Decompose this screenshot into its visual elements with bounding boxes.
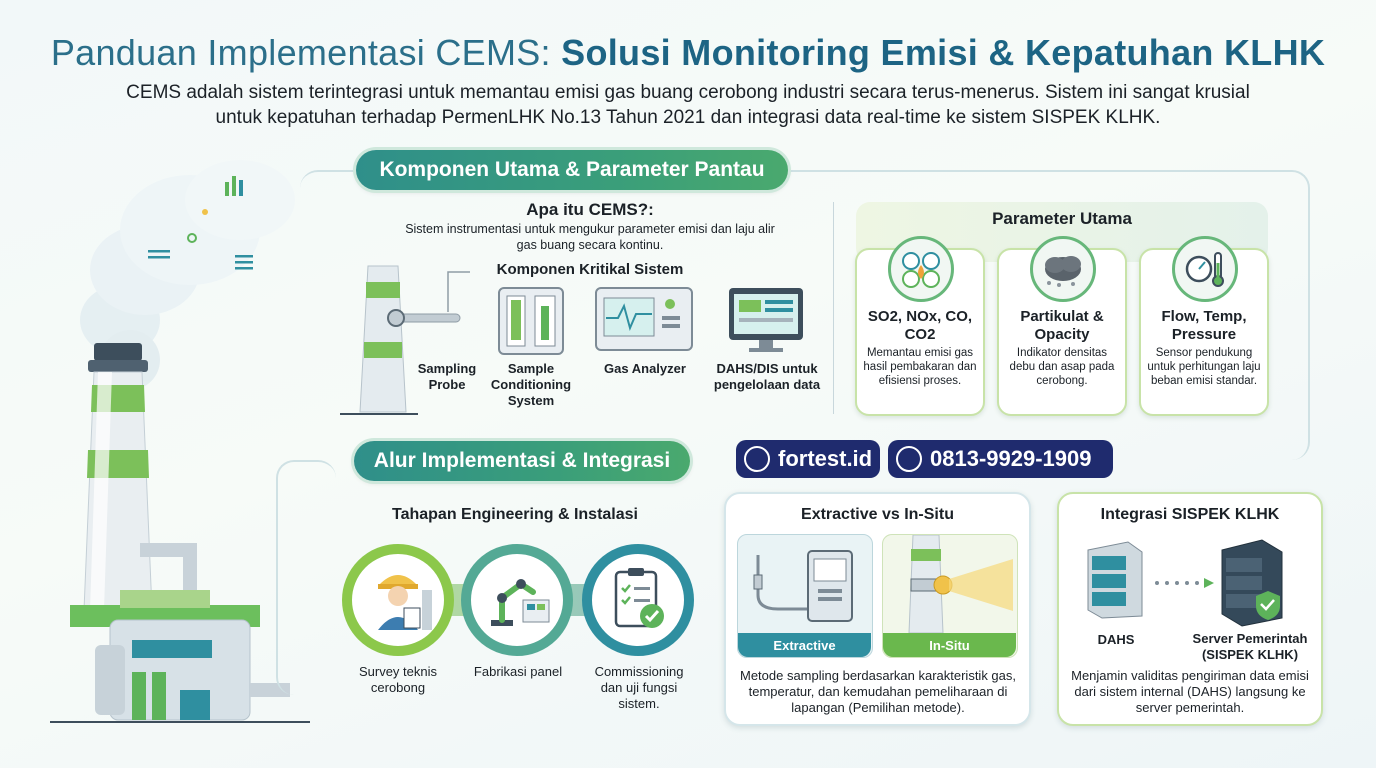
worker-icon — [378, 575, 432, 630]
param-name: Partikulat & Opacity — [1020, 308, 1104, 343]
param-name: SO2, NOx, CO, CO2 — [867, 308, 973, 343]
conditioning-icon — [498, 287, 564, 355]
monitor-icon — [729, 288, 803, 352]
param-card-gas: SO2, NOx, CO, CO2 Memantau emisi gas has… — [855, 236, 985, 416]
chimney-illustration — [50, 160, 310, 723]
website-text: fortest.id — [778, 446, 873, 471]
step-circle-survey — [342, 544, 454, 656]
checklist-icon — [614, 568, 664, 628]
param-desc: Memantau emisi gas hasil pembakaran dan … — [863, 347, 977, 387]
dahs-server-icon — [1087, 541, 1143, 619]
title-bold: Solusi Monitoring Emisi & Kepatuhan KLHK — [561, 32, 1326, 73]
param-icon-circle — [1172, 236, 1238, 302]
insitu-tag: In-Situ — [883, 633, 1016, 657]
analyzer-icon — [595, 287, 693, 351]
government-server-icon — [1221, 539, 1283, 627]
section1-frame — [300, 170, 1310, 460]
insitu-panel: In-Situ — [882, 534, 1018, 658]
title-regular: Panduan Implementasi CEMS: — [50, 32, 562, 73]
page-title: Panduan Implementasi CEMS: Solusi Monito… — [0, 32, 1376, 74]
arrow-dots — [1155, 578, 1214, 588]
components-title: Komponen Kritikal Sistem — [496, 261, 684, 278]
insitu-icon — [908, 534, 1013, 634]
probe-icon — [340, 265, 470, 415]
gauge-thermometer-icon — [1185, 252, 1224, 287]
integration-node-dahs: DAHS — [1097, 632, 1135, 647]
section2-frame — [276, 460, 336, 695]
param-icon-circle — [1030, 236, 1096, 302]
component-label-conditioning: Sample Conditioning System — [490, 361, 572, 408]
extractive-tag: Extractive — [738, 633, 871, 657]
component-label-monitor: DAHS/DIS untuk pengelolaan data — [713, 361, 821, 392]
step-label-fabrication: Fabrikasi panel — [473, 664, 563, 679]
gas-molecules-icon — [902, 252, 940, 288]
param-name: Flow, Temp, Pressure — [1161, 308, 1247, 343]
method-title: Extractive vs In-Situ — [801, 506, 954, 523]
bar-chart-icon — [225, 182, 229, 196]
robot-arm-icon — [491, 579, 550, 626]
divider — [833, 202, 834, 414]
what-desc: Sistem instrumentasi untuk mengukur para… — [405, 222, 775, 252]
step-label-commissioning: Commissioning dan uji fungsi sistem. — [594, 664, 684, 711]
globe-icon — [744, 446, 770, 472]
steps-title: Tahapan Engineering & Instalasi — [392, 506, 638, 523]
what-title: Apa itu CEMS?: — [526, 200, 654, 219]
step-label-survey: Survey teknis cerobong — [358, 664, 438, 695]
method-desc: Metode sampling berdasarkan karakteristi… — [739, 668, 1017, 715]
section2-pill: Alur Implementasi & Integrasi — [354, 441, 690, 481]
integration-desc: Menjamin validitas pengiriman data emisi… — [1071, 668, 1309, 715]
param-card-particulate: Partikulat & Opacity Indikator densitas … — [997, 236, 1127, 416]
phone-link[interactable]: 0813-9929-1909 — [888, 440, 1113, 478]
param-desc: Indikator densitas debu dan asap pada ce… — [1009, 347, 1115, 387]
component-label-probe: Sampling Probe — [417, 361, 477, 392]
params-title: Parameter Utama — [992, 209, 1132, 228]
page-subtitle: CEMS adalah sistem terintegrasi untuk me… — [126, 82, 1250, 128]
integration-title: Integrasi SISPEK KLHK — [1100, 506, 1280, 523]
param-card-flow: Flow, Temp, Pressure Sensor pendukung un… — [1139, 236, 1269, 416]
whatsapp-icon — [896, 446, 922, 472]
website-link[interactable]: fortest.id — [736, 440, 880, 478]
param-icon-circle — [888, 236, 954, 302]
section1-pill: Komponen Utama & Parameter Pantau — [356, 150, 788, 190]
param-desc: Sensor pendukung untuk perhitungan laju … — [1147, 347, 1261, 387]
phone-text: 0813-9929-1909 — [930, 446, 1092, 471]
extractive-icon — [753, 550, 853, 622]
step-circle-fabrication — [461, 544, 573, 656]
step-circle-commissioning — [582, 544, 694, 656]
integration-node-server: Server Pemerintah (SISPEK KLHK) — [1192, 631, 1308, 662]
component-label-analyzer: Gas Analyzer — [604, 361, 686, 376]
smoke-cloud-icon — [1045, 256, 1081, 287]
extractive-panel: Extractive — [737, 534, 873, 658]
